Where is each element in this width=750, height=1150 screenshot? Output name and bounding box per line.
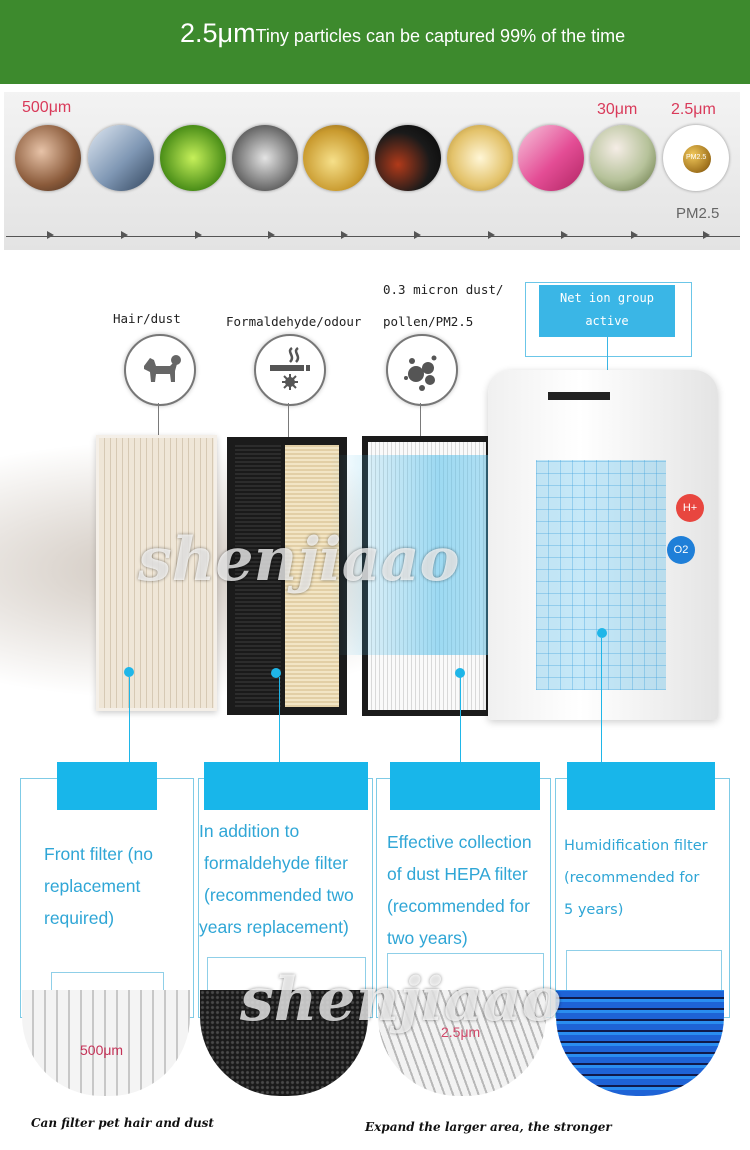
pm25-particle-image: PM2.5: [663, 125, 729, 191]
ion-bubble-o: O2: [667, 536, 695, 564]
watermark-bottom: shenjiaao: [240, 965, 562, 1035]
banner-headline-size: 2.5μm: [180, 18, 256, 48]
woman-mask-image: [590, 125, 656, 191]
carbon-filter-mesh: [235, 445, 281, 707]
watermark-top: shenjiaao: [138, 525, 460, 595]
axis-arrow: [631, 231, 638, 239]
carbon-filter-card-header: [204, 762, 368, 810]
description-line: (recommended for: [564, 870, 700, 886]
building-dust-image: [88, 125, 154, 191]
size-axis: [6, 236, 740, 237]
pm25-particle: PM2.5: [683, 145, 711, 173]
purifier-grille: [536, 460, 666, 690]
banner-headline-text: Tiny particles can be captured 99% of th…: [255, 26, 626, 46]
closeup-label-2-5: 2.5μm: [441, 1024, 481, 1040]
hair-connector-dot: [124, 667, 134, 677]
food-image: [447, 125, 513, 191]
air-purifier-unit: [488, 370, 718, 720]
pm25-label: PM2.5: [676, 205, 720, 222]
banner-headline: 2.5μmTiny particles can be captured 99% …: [180, 18, 625, 49]
description-line: two years): [387, 928, 468, 948]
humidification-filter-card-blank-box: [566, 950, 722, 994]
humidification-filter-description: Humidification filter (recommended for 5…: [564, 830, 729, 926]
dog-icon: [124, 334, 196, 406]
closeup-label-500: 500μm: [80, 1042, 124, 1058]
scale-label-2-5: 2.5μm: [671, 101, 716, 118]
front-filter: [96, 435, 217, 711]
hepa-filter-card-blank-box: [387, 953, 544, 997]
axis-arrow: [195, 231, 202, 239]
smoke-cigarette-icon: [254, 334, 326, 406]
scale-label-500: 500μm: [22, 99, 72, 116]
particles-icon: [386, 334, 458, 406]
description-line: formaldehyde filter: [204, 853, 348, 873]
axis-arrow: [703, 231, 710, 239]
humidification-filter-card-header: [567, 762, 715, 810]
top-banner: 2.5μmTiny particles can be captured 99% …: [0, 0, 750, 84]
description-line: Effective collection: [387, 832, 532, 852]
caption-larger-area: Expand the larger area, the stronger: [365, 1120, 612, 1134]
purifier-display: [548, 392, 610, 400]
scale-label-30: 30μm: [597, 101, 638, 118]
axis-arrow: [488, 231, 495, 239]
description-line: replacement: [44, 876, 141, 896]
description-line: Humidification filter: [564, 838, 708, 854]
card2-connector: [279, 677, 280, 767]
description-line: (recommended for: [387, 896, 530, 916]
ion-label-frame: [525, 282, 692, 357]
room-image: [518, 125, 584, 191]
description-line: of dust HEPA filter: [387, 864, 528, 884]
card4-connector: [601, 638, 602, 766]
carbon-filter-description: In addition to formaldehyde filter (reco…: [199, 815, 371, 943]
hepa-connector-dot: [455, 668, 465, 678]
description-line: required): [44, 908, 115, 928]
hair-image: [15, 125, 81, 191]
humidifier-connector-dot: [597, 628, 607, 638]
card3-connector: [460, 677, 461, 767]
front-filter-card-header: [57, 762, 157, 810]
axis-arrow: [47, 231, 54, 239]
hair-dust-label: Hair/dust: [113, 311, 181, 326]
caption-pet-hair: Can filter pet hair and dust: [31, 1116, 214, 1130]
description-line: Front filter (no: [44, 844, 153, 864]
description-line: 5 years): [564, 902, 624, 918]
axis-arrow: [341, 231, 348, 239]
front-filter-description: Front filter (no replacement required): [44, 838, 184, 934]
carbon-connector-dot: [271, 668, 281, 678]
axis-arrow: [121, 231, 128, 239]
pollen-image: [160, 125, 226, 191]
axis-arrow: [561, 231, 568, 239]
smoke-image: [375, 125, 441, 191]
card1-connector: [129, 677, 130, 767]
pm25-particle-label: PM2.5: [686, 154, 707, 161]
toilet-image: [303, 125, 369, 191]
hepa-filter-description: Effective collection of dust HEPA filter…: [387, 826, 552, 954]
ion-bubble-h: H+: [676, 494, 704, 522]
description-line: (recommended two: [204, 885, 354, 905]
axis-arrow: [268, 231, 275, 239]
ion-label: Net ion group active purification: [539, 285, 675, 351]
description-line: In addition to: [199, 821, 300, 841]
formaldehyde-label: Formaldehyde/odour: [226, 314, 362, 329]
ion-label-line1: Net ion group: [560, 291, 654, 305]
humidification-filter-closeup: [556, 990, 724, 1096]
hepa-label-line2: pollen/PM2.5: [383, 314, 474, 329]
hepa-filter-card-header: [390, 762, 540, 810]
ion-label-line2: active purification: [564, 314, 651, 351]
hepa-label-line1: 0.3 micron dust/: [383, 282, 504, 297]
description-line: years replacement): [199, 917, 349, 937]
front-filter-closeup: 500μm: [22, 990, 190, 1096]
axis-arrow: [414, 231, 421, 239]
spore-image: [232, 125, 298, 191]
